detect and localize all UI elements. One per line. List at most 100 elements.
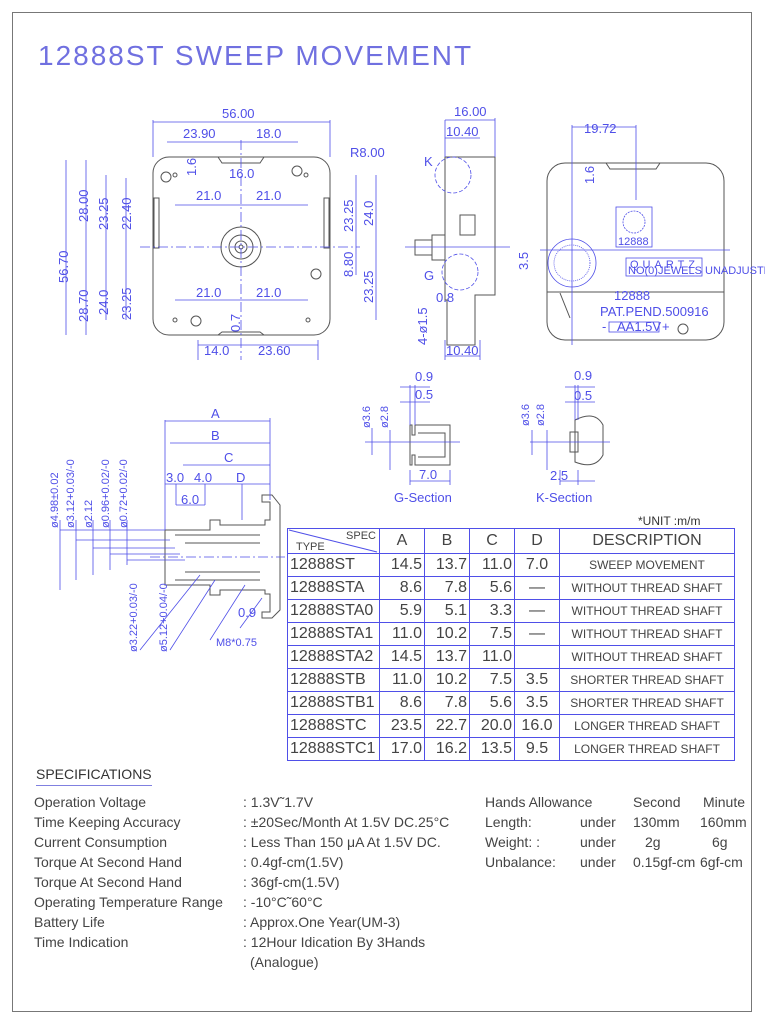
value-cell: 16.0 <box>514 714 560 738</box>
description-cell: WITHOUT THREAD SHAFT <box>559 599 735 623</box>
hands-label: Unbalance: <box>485 854 556 870</box>
spec-label: Battery Life <box>34 914 105 930</box>
description-cell: LONGER THREAD SHAFT <box>559 714 735 738</box>
specifications-heading: SPECIFICATIONS <box>36 766 152 786</box>
hands-col-second: Second <box>633 794 681 810</box>
value-cell: 16.2 <box>424 737 470 761</box>
value-cell: 11.0 <box>469 553 515 577</box>
dim-label: 24.0 <box>96 290 111 315</box>
battery-label: AA1.5V <box>617 319 661 334</box>
dim-label: C <box>224 450 233 465</box>
dim-label: K <box>424 154 433 169</box>
description-cell: WITHOUT THREAD SHAFT <box>559 622 735 646</box>
dim-label: 23.90 <box>183 126 216 141</box>
value-cell: 22.7 <box>424 714 470 738</box>
column-header: C <box>469 528 515 554</box>
spec-value: : 12Hour Idication By 3Hands <box>243 934 426 950</box>
description-cell: SHORTER THREAD SHAFT <box>559 691 735 715</box>
spec-label: Time Indication <box>34 934 129 950</box>
value-cell: — <box>514 576 560 600</box>
dim-label: 0.9 <box>238 605 256 620</box>
dim-label: 10.40 <box>446 124 479 139</box>
value-cell: 8.6 <box>379 691 425 715</box>
dim-label: 7.0 <box>419 467 437 482</box>
value-cell: 10.2 <box>424 622 470 646</box>
dim-label: 8.80 <box>341 252 356 277</box>
dim-label: 0.5 <box>574 388 592 403</box>
value-cell: 11.0 <box>379 622 425 646</box>
dim-label: 0.8 <box>436 290 454 305</box>
dim-label: ø3.6 <box>520 404 532 426</box>
side-view-dimensions: 16.00 10.40 K G 0.8 4-ø1.5 10.40 <box>415 104 487 358</box>
dim-label: 19.72 <box>584 121 617 136</box>
drawing-frame <box>12 12 752 1012</box>
value-cell: — <box>514 622 560 646</box>
dim-label: 21.0 <box>256 188 281 203</box>
dim-label: 21.0 <box>256 285 281 300</box>
value-cell: 5.9 <box>379 599 425 623</box>
value-cell: 17.0 <box>379 737 425 761</box>
value-cell: 8.6 <box>379 576 425 600</box>
value-cell: — <box>514 599 560 623</box>
hands-v1: 2g <box>645 834 661 850</box>
description-cell: WITHOUT THREAD SHAFT <box>559 645 735 669</box>
dim-label: 18.0 <box>256 126 281 141</box>
type-cell: 12888STA1 <box>287 622 380 646</box>
type-cell: 12888STB1 <box>287 691 380 715</box>
dim-label: ø3.12+0.03/-0 <box>65 459 77 528</box>
hands-v2: 160mm <box>700 814 747 830</box>
value-cell: 5.6 <box>469 691 515 715</box>
type-cell: 12888STC <box>287 714 380 738</box>
dim-label: 2.5 <box>550 468 568 483</box>
dim-label: 21.0 <box>196 188 221 203</box>
dim-label: 28.00 <box>76 189 91 222</box>
type-cell: 12888STA <box>287 576 380 600</box>
shaft-view <box>59 418 285 651</box>
hands-q: under <box>580 854 616 870</box>
dim-label: R8.00 <box>350 145 385 160</box>
spec-label: Torque At Second Hand <box>34 854 182 870</box>
dim-label: 6.0 <box>181 492 199 507</box>
value-cell: 11.0 <box>469 645 515 669</box>
column-header: B <box>424 528 470 554</box>
spec-header: SPEC <box>346 530 376 542</box>
column-header: A <box>379 528 425 554</box>
dim-label: 23.25 <box>341 199 356 232</box>
type-cell: 12888STA2 <box>287 645 380 669</box>
type-cell: 12888STC1 <box>287 737 380 761</box>
spec-value: : Approx.One Year(UM-3) <box>243 914 401 930</box>
dim-label: ø4.98±0.02 <box>49 472 61 528</box>
logo-number: 12888 <box>618 236 649 248</box>
spec-value: : 36gf-cm(1.5V) <box>243 874 340 890</box>
dim-label: 23.25 <box>119 287 134 320</box>
jewels-label: NO(0)JEWELS UNADJUSTED <box>628 265 765 277</box>
dim-label: ø3.6 <box>361 406 373 428</box>
g-section: 0.9 0.5 ø3.6 ø2.8 7.0 G-Section <box>361 369 460 505</box>
dim-label: 23.60 <box>258 343 291 358</box>
value-cell: 9.5 <box>514 737 560 761</box>
value-cell: 14.5 <box>379 645 425 669</box>
dim-label: ø0.96+0.02/-0 <box>100 459 112 528</box>
dim-label: ø2.8 <box>535 404 547 426</box>
table-header-row: SPEC TYPE A B C D DESCRIPTION <box>287 528 735 554</box>
hands-label: Weight: : <box>485 834 540 850</box>
dim-label: 3.5 <box>516 252 531 270</box>
back-view <box>540 125 730 345</box>
spec-label: Operating Temperature Range <box>34 894 223 910</box>
quartz-label: QUARTZ <box>630 259 699 271</box>
value-cell: 10.2 <box>424 668 470 692</box>
front-view <box>65 120 377 360</box>
description-cell: WITHOUT THREAD SHAFT <box>559 576 735 600</box>
description-cell: SHORTER THREAD SHAFT <box>559 668 735 692</box>
value-cell: 3.3 <box>469 599 515 623</box>
description-cell: SWEEP MOVEMENT <box>559 553 735 577</box>
dim-label: ø2.12 <box>83 500 95 528</box>
dim-label: 1.6 <box>184 158 199 176</box>
